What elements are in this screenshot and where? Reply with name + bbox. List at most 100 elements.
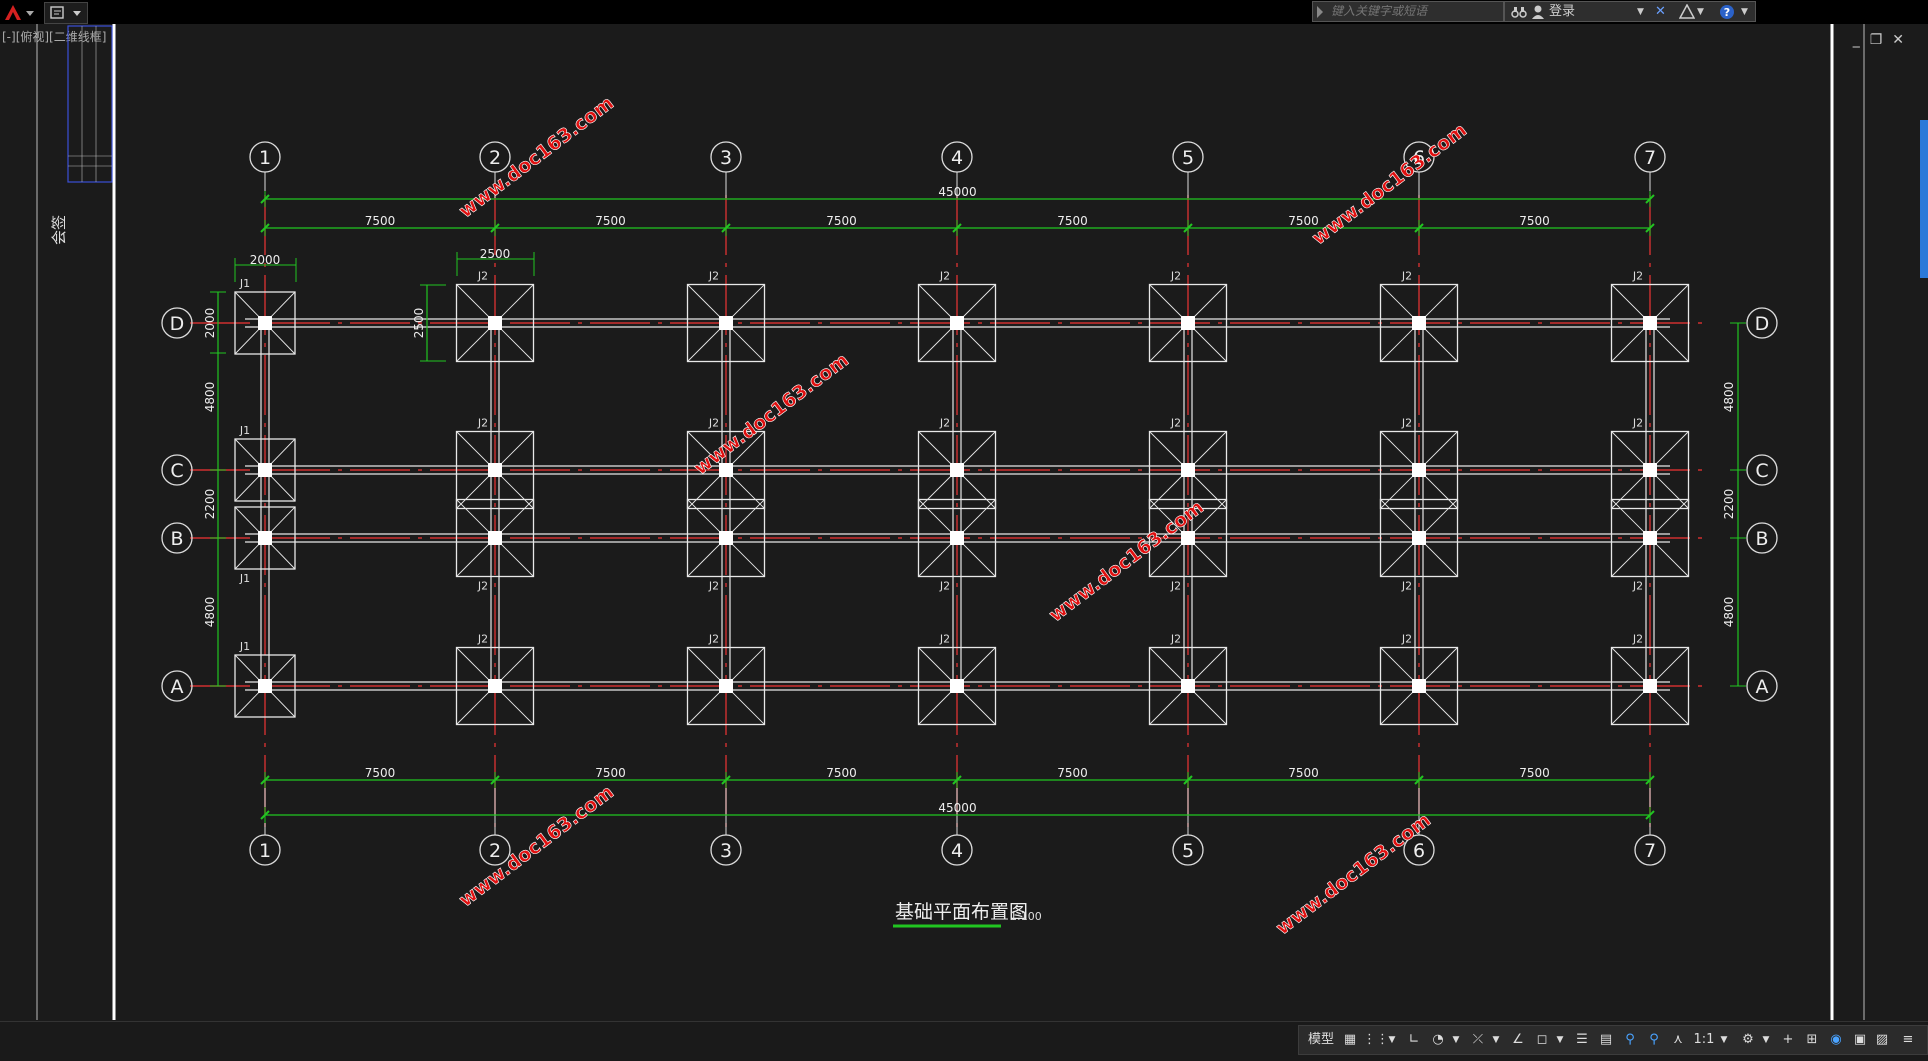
dimension-tick bbox=[490, 775, 500, 785]
binoculars-icon[interactable] bbox=[1511, 4, 1527, 20]
quick-access-toolbar-button[interactable] bbox=[44, 2, 88, 24]
annotation-visibility-icon[interactable]: ⚲ bbox=[1625, 1032, 1635, 1047]
footing-j2 bbox=[1379, 498, 1459, 578]
footing-label: J2 bbox=[1170, 633, 1181, 646]
column-square bbox=[258, 679, 272, 693]
object-snap-tracking-icon[interactable]: ∠ bbox=[1512, 1032, 1524, 1047]
footing-j1 bbox=[234, 506, 296, 570]
units-icon[interactable]: ⊞ bbox=[1806, 1032, 1818, 1047]
dimension-tick bbox=[1645, 194, 1655, 204]
close-drawing-button[interactable]: ✕ bbox=[1892, 32, 1914, 48]
search-box[interactable] bbox=[1312, 1, 1504, 22]
dimension-tick bbox=[1183, 223, 1193, 233]
axis-label-row: A bbox=[1756, 676, 1769, 698]
footing-label: J2 bbox=[1170, 580, 1181, 593]
column-square bbox=[488, 531, 502, 545]
footing-j2 bbox=[917, 498, 997, 578]
span-dimension-label: 7500 bbox=[1519, 766, 1550, 780]
total-dimension-label: 45000 bbox=[938, 185, 976, 199]
search-expand-icon[interactable] bbox=[1317, 6, 1323, 18]
drawing-scale: 1:100 bbox=[1010, 910, 1042, 923]
footing-j2 bbox=[455, 498, 535, 578]
axis-label-row: D bbox=[170, 313, 185, 335]
model-space-button[interactable]: 模型 bbox=[1307, 1032, 1334, 1047]
axis-label-row: B bbox=[170, 528, 183, 550]
polar-tracking-icon[interactable]: ◔ bbox=[1432, 1032, 1444, 1047]
span-dimension-label: 7500 bbox=[1519, 214, 1550, 228]
footing-label: J2 bbox=[1632, 633, 1643, 646]
annotation-scale-value[interactable]: 1:1 bbox=[1693, 1032, 1715, 1047]
footing-j2 bbox=[1610, 498, 1690, 578]
column-square bbox=[488, 316, 502, 330]
polar-dropdown-icon[interactable]: ▼ bbox=[1452, 1035, 1460, 1045]
axis-label-row: D bbox=[1755, 313, 1770, 335]
hardware-acceleration-icon[interactable]: ▣ bbox=[1853, 1032, 1867, 1047]
dimension-tick bbox=[1414, 223, 1424, 233]
footing-j1 bbox=[234, 438, 296, 502]
dimension-tick bbox=[260, 223, 270, 233]
workspace-gear-icon[interactable]: ⚙ bbox=[1742, 1032, 1754, 1047]
grid-icon[interactable]: ▦ bbox=[1343, 1032, 1357, 1047]
footing-label: J1 bbox=[239, 572, 250, 585]
column-square bbox=[950, 316, 964, 330]
object-snap-icon[interactable]: ◻ bbox=[1536, 1032, 1548, 1047]
dimension-tick bbox=[1645, 223, 1655, 233]
scale-dropdown-icon[interactable]: ▼ bbox=[1720, 1035, 1728, 1045]
watermark-text: www.doc163.com bbox=[455, 92, 618, 222]
workspace-dropdown-icon[interactable]: ▼ bbox=[1762, 1035, 1770, 1045]
axis-label-row: C bbox=[1755, 460, 1768, 482]
annotation-scale-icon[interactable]: ⋏ bbox=[1673, 1032, 1683, 1047]
customization-menu-icon[interactable]: ≡ bbox=[1902, 1032, 1914, 1047]
application-menu-button[interactable] bbox=[2, 2, 38, 22]
autocad-logo-icon bbox=[5, 5, 34, 20]
footing-width-label: 2500 bbox=[480, 247, 511, 261]
vertical-scrollbar-thumb[interactable] bbox=[1920, 120, 1928, 278]
minimize-drawing-button[interactable]: _ bbox=[1852, 32, 1870, 48]
help-icon[interactable]: ? bbox=[1719, 4, 1735, 20]
help-dropdown-icon[interactable]: ▼ bbox=[1741, 7, 1748, 17]
axis-label-row: C bbox=[170, 460, 183, 482]
viewport-controls-label[interactable]: [-][俯视][二维线框] bbox=[2, 30, 107, 44]
osnap-dropdown-icon[interactable]: ▼ bbox=[1556, 1035, 1564, 1045]
exchange-icon[interactable]: ✕ bbox=[1655, 4, 1666, 19]
isodraft-dropdown-icon[interactable]: ▼ bbox=[1492, 1035, 1500, 1045]
ortho-icon[interactable]: ∟ bbox=[1408, 1032, 1420, 1047]
footing-label: J2 bbox=[939, 270, 950, 283]
axis-label-column: 7 bbox=[1644, 840, 1656, 862]
clean-screen-icon[interactable]: ▨ bbox=[1875, 1032, 1889, 1047]
column-square bbox=[719, 316, 733, 330]
footing-j1 bbox=[234, 291, 296, 355]
isodraft-icon[interactable]: ⤫ bbox=[1472, 1032, 1484, 1047]
axis-label-column: 5 bbox=[1182, 147, 1194, 169]
span-dimension-label: 7500 bbox=[1057, 766, 1088, 780]
span-dimension-label: 7500 bbox=[595, 214, 626, 228]
user-icon[interactable] bbox=[1531, 4, 1545, 20]
plus-icon[interactable]: + bbox=[1782, 1032, 1794, 1047]
lineweight-icon[interactable]: ☰ bbox=[1576, 1032, 1588, 1047]
search-input[interactable] bbox=[1331, 3, 1499, 19]
column-square bbox=[1412, 679, 1426, 693]
transparency-icon[interactable]: ▤ bbox=[1599, 1032, 1613, 1047]
auto-scale-icon[interactable]: ⚲ bbox=[1649, 1032, 1659, 1047]
snap-icon[interactable]: ⋮⋮ bbox=[1363, 1032, 1389, 1047]
login-button[interactable]: 登录 bbox=[1549, 4, 1576, 19]
dimension-tick bbox=[260, 194, 270, 204]
login-dropdown-icon[interactable]: ▼ bbox=[1637, 7, 1644, 17]
restore-drawing-button[interactable]: ❐ bbox=[1869, 32, 1893, 48]
axis-label-column: 1 bbox=[259, 840, 271, 862]
a360-dropdown-icon[interactable]: ▼ bbox=[1697, 7, 1704, 17]
snap-dropdown-icon[interactable]: ▼ bbox=[1388, 1035, 1396, 1045]
column-square bbox=[488, 679, 502, 693]
axis-label-column: 5 bbox=[1182, 840, 1194, 862]
footing-label: J2 bbox=[708, 270, 719, 283]
isolate-objects-icon[interactable]: ◉ bbox=[1830, 1032, 1842, 1047]
countersign-block bbox=[67, 25, 113, 183]
dimension-tick bbox=[952, 223, 962, 233]
axis-label-column: 2 bbox=[489, 840, 501, 862]
drawing-viewport[interactable] bbox=[0, 24, 1928, 1021]
autodesk-a360-icon[interactable] bbox=[1678, 3, 1696, 20]
footing-label: J2 bbox=[1401, 270, 1412, 283]
footing-label: J2 bbox=[1401, 417, 1412, 430]
dimension-tick bbox=[1645, 775, 1655, 785]
